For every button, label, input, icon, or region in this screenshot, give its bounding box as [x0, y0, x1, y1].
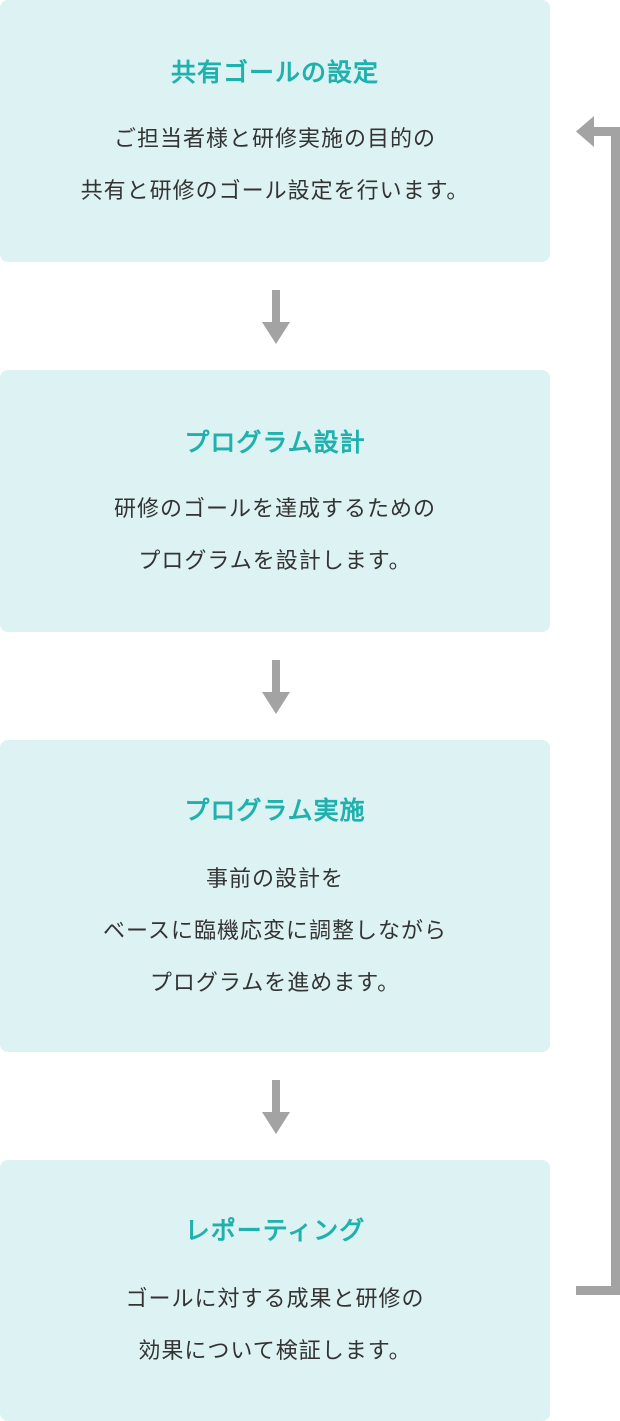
step-description: ご担当者様と研修実施の目的の 共有と研修のゴール設定を行います。	[0, 114, 550, 218]
step-title: レポーティング	[184, 1216, 366, 1245]
step-description: 研修のゴールを達成するための プログラムを設計します。	[0, 484, 550, 588]
arrow-down-icon	[262, 1080, 290, 1134]
step-card-goal-setting: 共有ゴールの設定 ご担当者様と研修実施の目的の 共有と研修のゴール設定を行います…	[0, 0, 550, 262]
step-title: プログラム設計	[184, 428, 366, 457]
step-card-program-design: プログラム設計 研修のゴールを達成するための プログラムを設計します。	[0, 370, 550, 632]
step-description: ゴールに対する成果と研修の 効果について検証します。	[0, 1274, 550, 1378]
step-title: プログラム実施	[184, 796, 366, 825]
step-description: 事前の設計を ベースに臨機応変に調整しながら プログラムを進めます。	[0, 854, 550, 1010]
step-description-line: 効果について検証します。	[138, 1339, 412, 1364]
step-title: 共有ゴールの設定	[170, 58, 379, 87]
step-description-line: プログラムを設計します。	[138, 549, 412, 574]
step-description-line: プログラムを進めます。	[149, 971, 401, 996]
step-description-line: ベースに臨機応変に調整しながら	[103, 919, 447, 944]
step-description-line: ご担当者様と研修実施の目的の	[113, 127, 436, 152]
arrow-down-icon	[262, 660, 290, 714]
step-card-program-execution: プログラム実施 事前の設計を ベースに臨機応変に調整しながら プログラムを進めま…	[0, 740, 550, 1052]
loop-back-arrow-icon	[576, 116, 620, 1295]
step-description-line: 事前の設計を	[205, 867, 344, 892]
step-card-reporting: レポーティング ゴールに対する成果と研修の 効果について検証します。	[0, 1160, 550, 1421]
arrow-down-icon	[262, 290, 290, 344]
step-description-line: 共有と研修のゴール設定を行います。	[80, 179, 470, 204]
step-description-line: 研修のゴールを達成するための	[113, 497, 436, 522]
step-description-line: ゴールに対する成果と研修の	[125, 1287, 425, 1312]
